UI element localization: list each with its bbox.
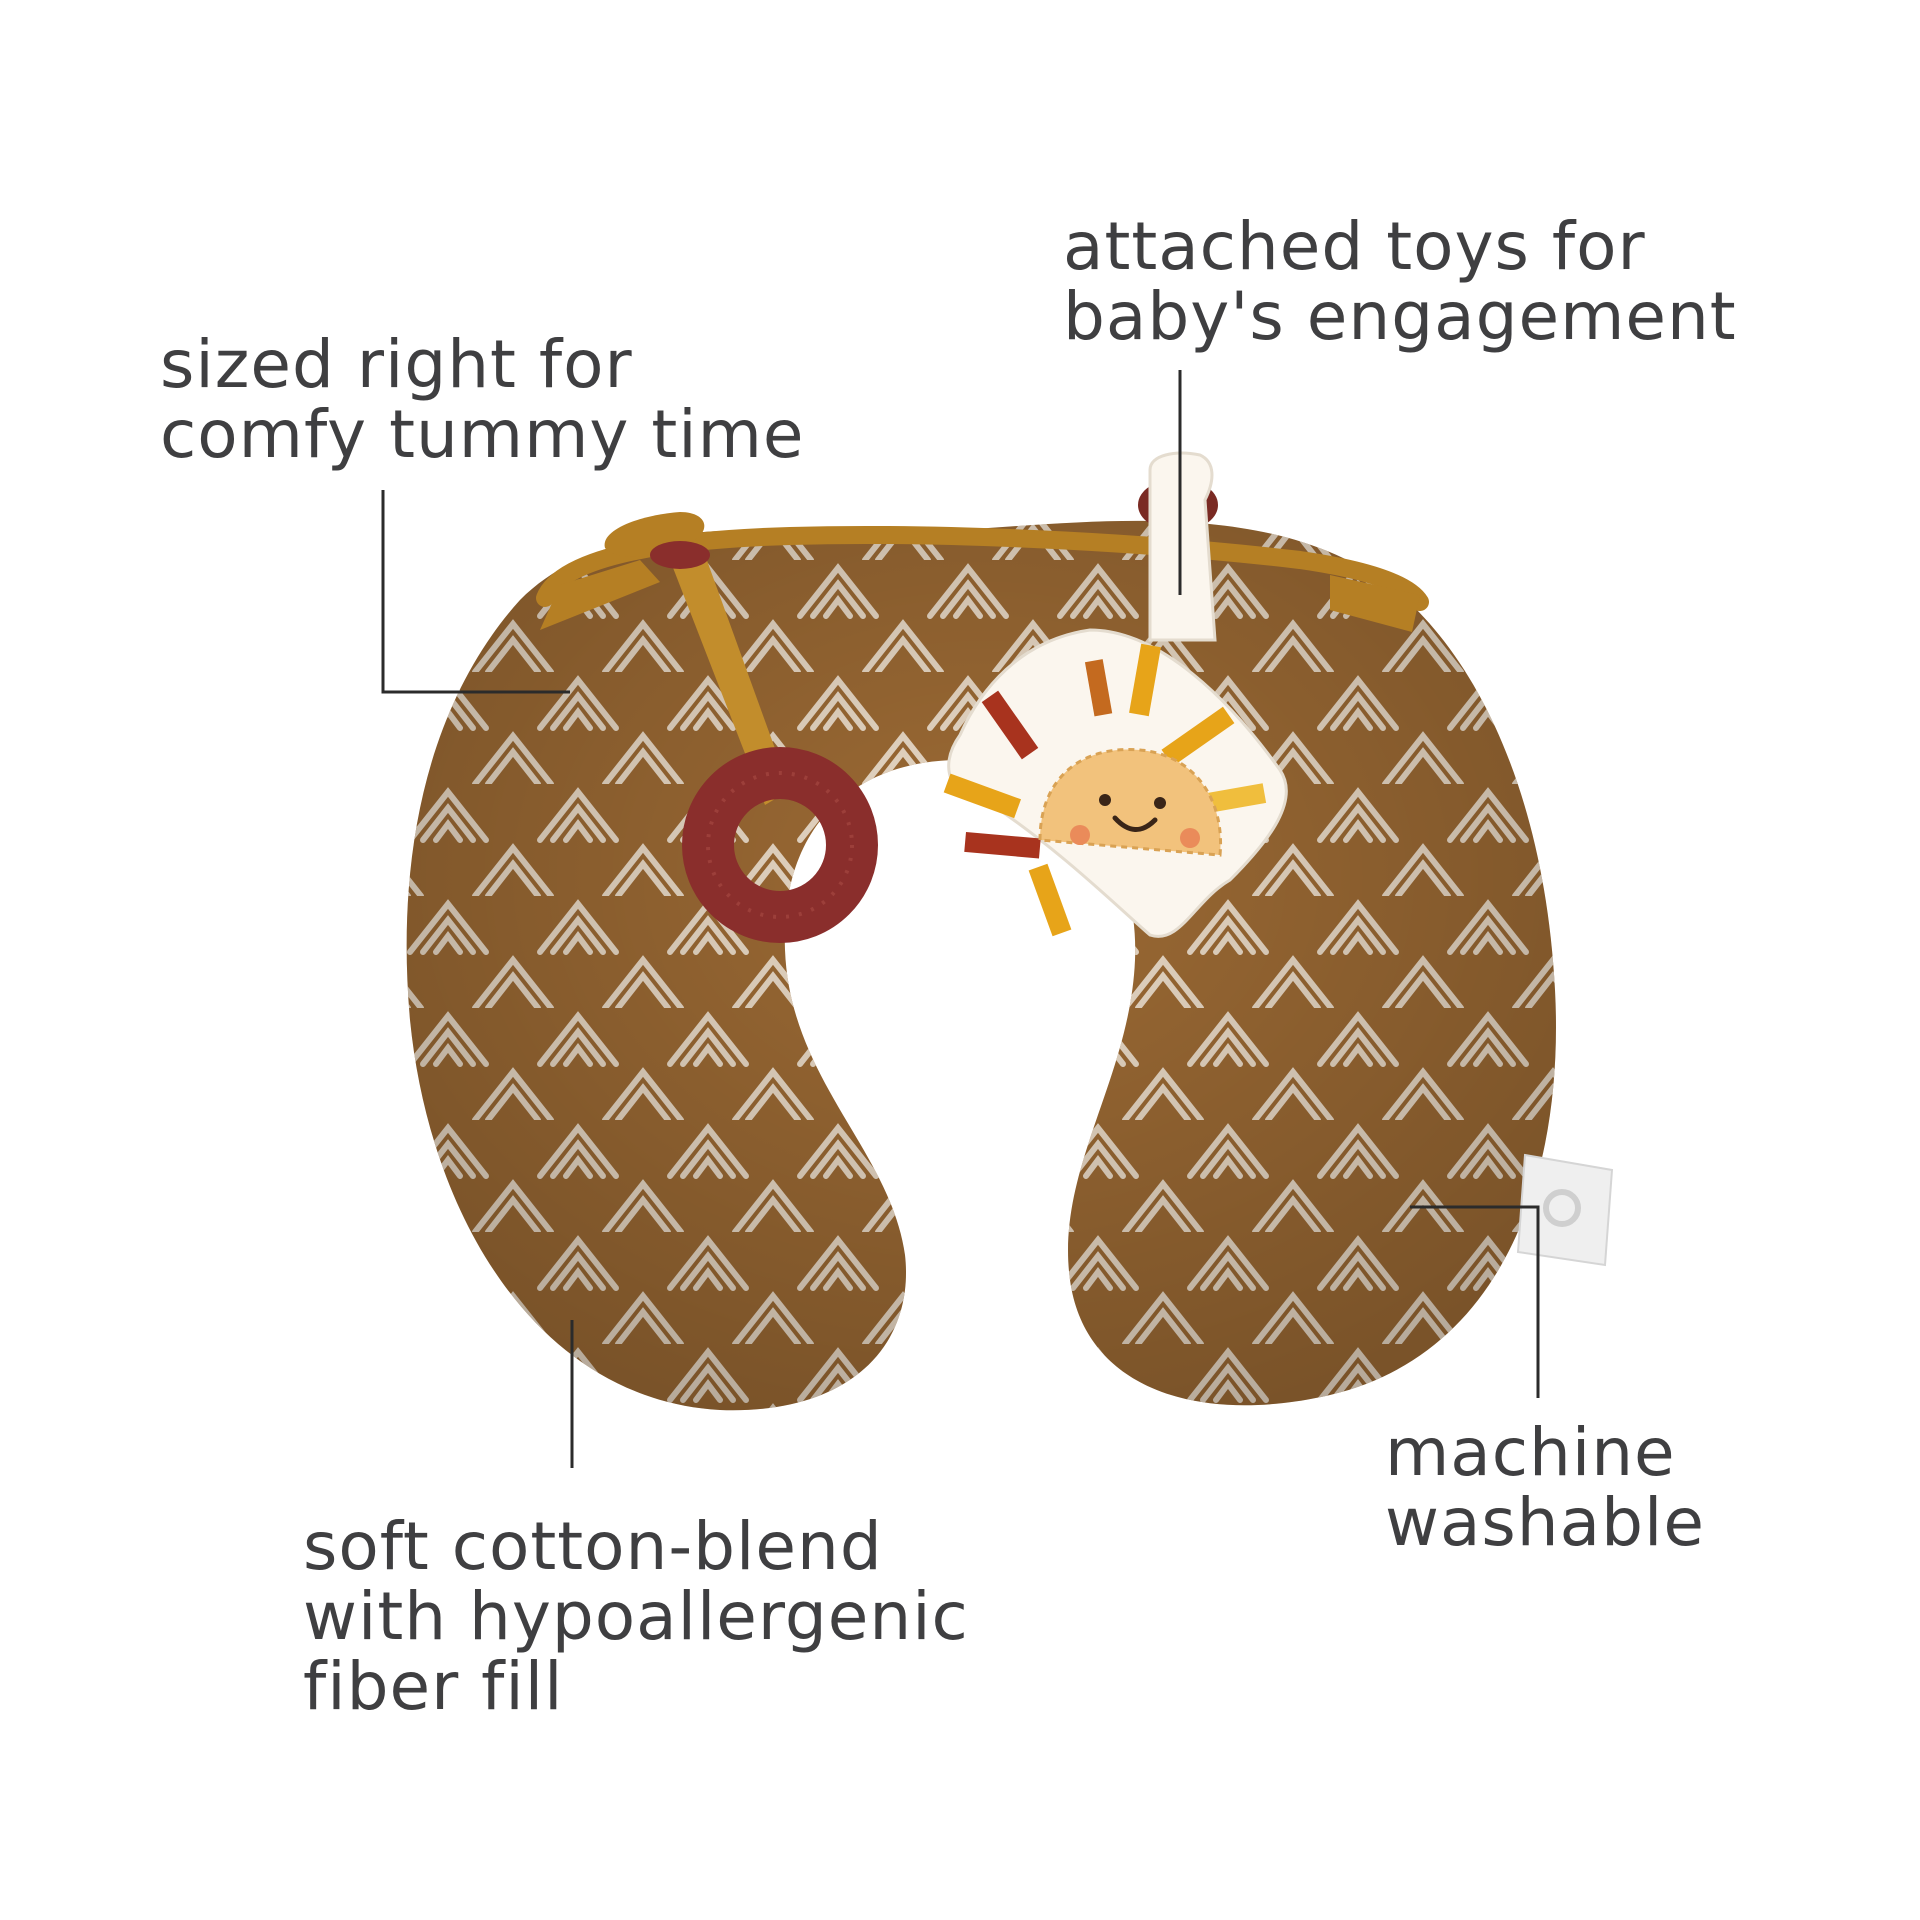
left-loop — [540, 560, 660, 630]
sun-smile — [1112, 815, 1158, 832]
callout-fabric: soft cotton-blend with hypoallergenic fi… — [303, 1512, 969, 1722]
teether-strap — [670, 555, 790, 805]
callout-toys-line2: baby's engagement — [1063, 278, 1737, 355]
toy-hanger — [1148, 451, 1217, 642]
sun-cheek-right — [1180, 828, 1200, 848]
callout-size-line1: sized right for — [160, 326, 633, 403]
sun-plush-toy-icon — [943, 451, 1288, 938]
leader-line-wash — [1410, 1205, 1540, 1398]
strap-ring — [650, 541, 710, 569]
callout-size-line2: comfy tummy time — [160, 396, 805, 473]
leader-line-size — [381, 490, 570, 694]
callout-toys-line1: attached toys for — [1063, 208, 1646, 285]
callout-toys: attached toys for baby's engagement — [1063, 212, 1737, 352]
leader-lines — [381, 370, 1540, 1468]
callout-wash: machine washable — [1385, 1418, 1705, 1558]
pillow-shading — [406, 520, 1556, 1411]
callout-size: sized right for comfy tummy time — [160, 330, 805, 470]
callout-fabric-line1: soft cotton-blend — [303, 1508, 883, 1585]
callout-wash-line1: machine — [1385, 1414, 1676, 1491]
right-loop — [1330, 575, 1420, 632]
callout-fabric-line2: with hypoallergenic — [303, 1578, 969, 1655]
teether-ring-icon — [682, 747, 878, 943]
sun-eye-left — [1099, 794, 1111, 806]
callout-wash-line2: washable — [1385, 1484, 1705, 1561]
care-tag-icon — [1516, 1153, 1614, 1267]
callout-fabric-line3: fiber fill — [303, 1648, 564, 1725]
sun-cheek-left — [1070, 825, 1090, 845]
sun-eye-right — [1154, 797, 1166, 809]
pillow-image — [406, 512, 1556, 1411]
